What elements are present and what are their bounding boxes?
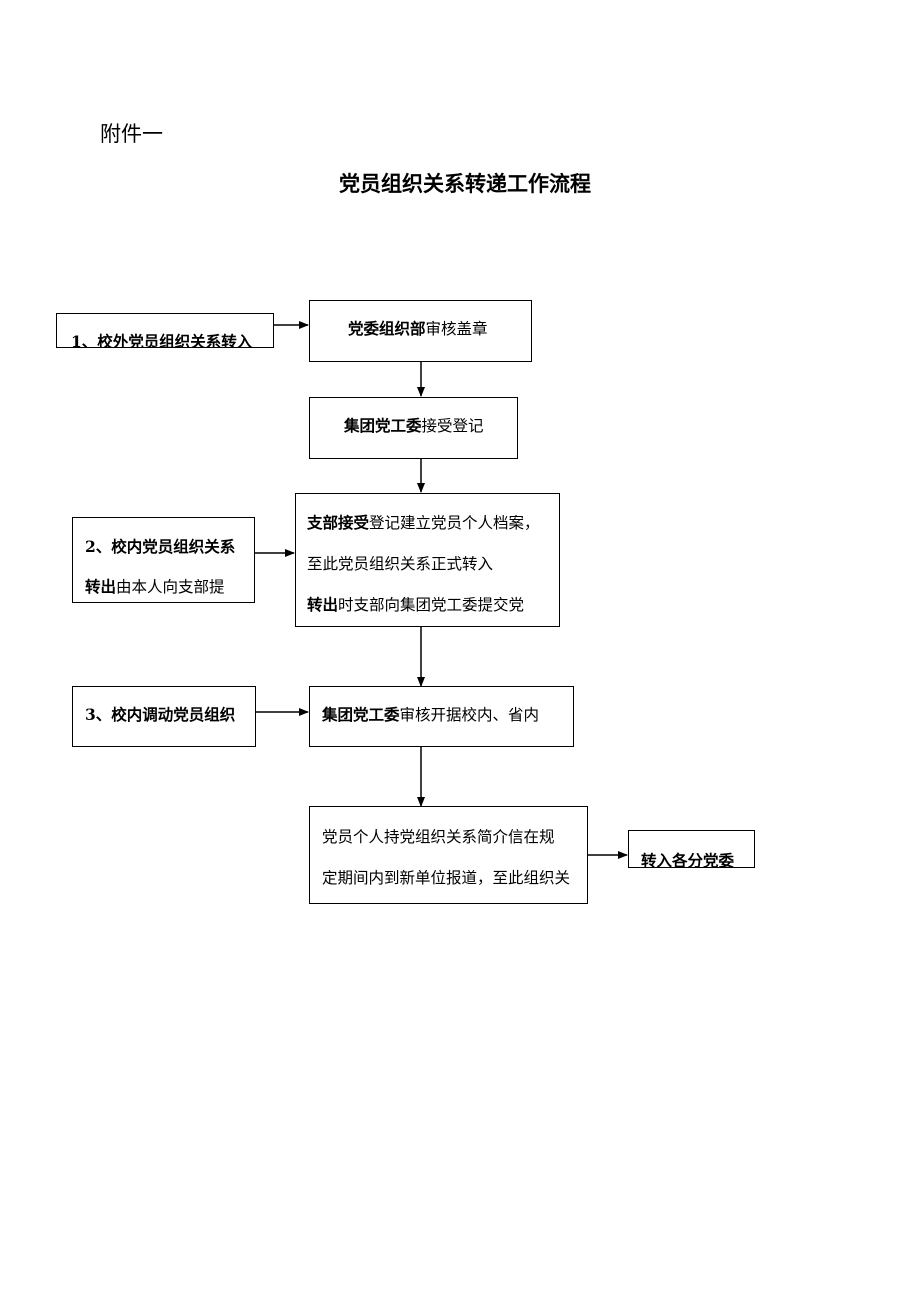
group-committee-action: 接受登记 <box>421 417 484 435</box>
internal-transfer-out-line1: 2、校内党员组织关系 <box>85 537 236 556</box>
final-transfer-box: 转入各分党委 <box>628 830 755 868</box>
member-report-box: 党员个人持党组织关系简介信在规 定期间内到新单位报道，至此组织关 <box>309 806 588 904</box>
branch-accept-line2: 至此党员组织关系正式转入 <box>307 555 494 573</box>
branch-accept-box: 支部接受登记建立党员个人档案， 至此党员组织关系正式转入 转出时支部向集团党工委… <box>295 493 560 627</box>
member-report-line2: 定期间内到新单位报道，至此组织关 <box>322 869 571 887</box>
branch-accept-keyword: 支部接受 <box>307 513 370 532</box>
internal-transfer-out-detail: 由本人向支部提 <box>116 578 225 596</box>
internal-transfer-out-box: 2、校内党员组织关系 转出由本人向支部提 <box>72 517 255 603</box>
branch-accept-line3: 转出时支部向集团党工委提交党 <box>307 595 524 615</box>
branch-transfer-out-detail: 时支部向集团党工委提交党 <box>338 596 525 614</box>
group-review-name: 集团党工委 <box>322 705 400 724</box>
branch-accept-detail: 登记建立党员个人档案， <box>369 514 540 532</box>
party-committee-org-name: 党委组织部 <box>348 319 426 338</box>
party-committee-org-text: 党委组织部审核盖章 <box>348 319 488 339</box>
group-committee-text: 集团党工委接受登记 <box>344 416 484 436</box>
internal-transfer-org-label: 3、校内调动党员组织 <box>85 705 236 724</box>
group-committee-box: 集团党工委接受登记 <box>309 397 518 459</box>
group-review-box: 集团党工委审核开据校内、省内 <box>309 686 574 747</box>
group-committee-name: 集团党工委 <box>344 416 422 435</box>
external-transfer-in-label: 1、校外党员组织关系转入 <box>71 332 253 348</box>
group-review-text: 集团党工委审核开据校内、省内 <box>322 705 539 725</box>
branch-transfer-out-keyword: 转出 <box>307 595 339 614</box>
party-committee-org-box: 党委组织部审核盖章 <box>309 300 532 362</box>
page-title: 党员组织关系转递工作流程 <box>339 171 591 196</box>
attachment-label: 附件一 <box>100 122 163 146</box>
group-review-action: 审核开据校内、省内 <box>399 706 540 724</box>
internal-transfer-out-keyword: 转出 <box>85 577 117 596</box>
branch-accept-line1: 支部接受登记建立党员个人档案， <box>307 513 540 533</box>
member-report-line1: 党员个人持党组织关系简介信在规 <box>322 828 555 846</box>
final-transfer-label: 转入各分党委 <box>641 851 735 868</box>
external-transfer-in-box: 1、校外党员组织关系转入 <box>56 313 274 348</box>
party-committee-org-action: 审核盖章 <box>425 320 488 338</box>
internal-transfer-org-box: 3、校内调动党员组织 <box>72 686 256 747</box>
internal-transfer-out-line2: 转出由本人向支部提 <box>85 577 225 597</box>
